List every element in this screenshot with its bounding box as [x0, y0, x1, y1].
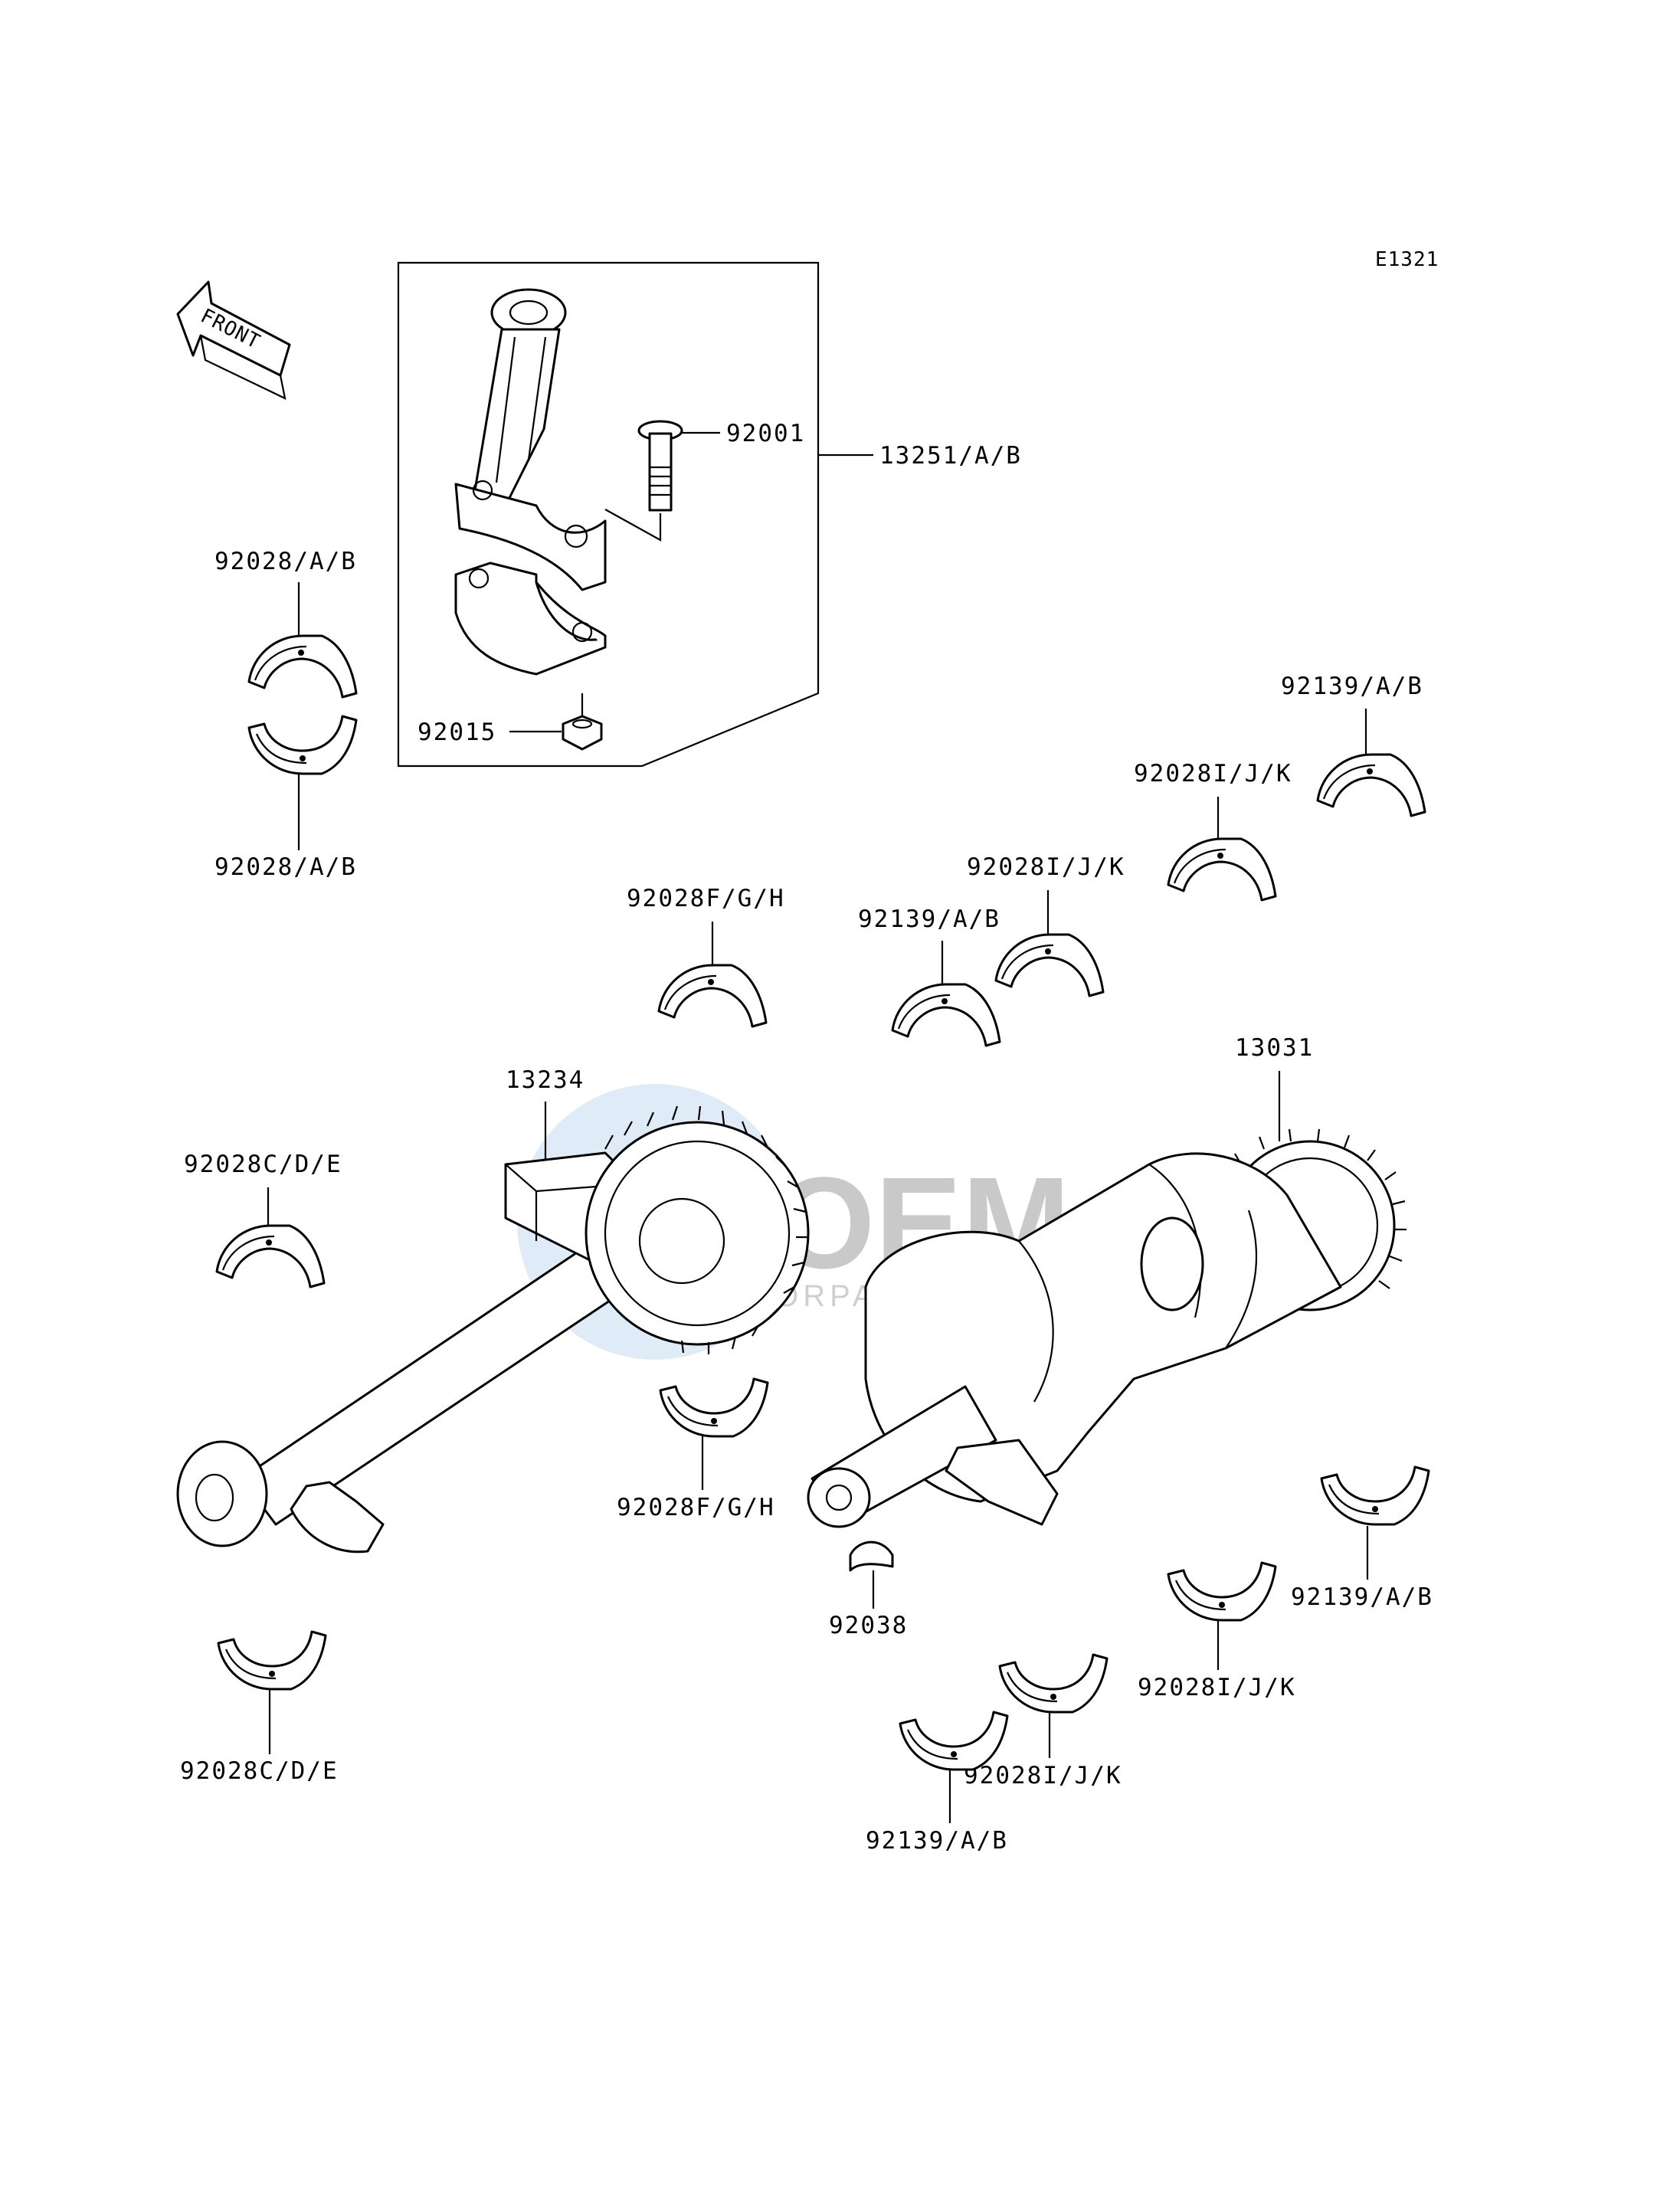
- label-92139ab-4: 92139/A/B: [866, 1827, 1008, 1855]
- label-92028cde-bot: 92028C/D/E: [180, 1757, 339, 1785]
- label-92028ijk-2: 92028I/J/K: [967, 853, 1125, 881]
- bearing-92139-1: 92139/A/B: [1281, 673, 1426, 817]
- bearing-92028ijk-4: 92028I/J/K: [964, 1653, 1122, 1789]
- bearing-92028fgh-top: 92028F/G/H: [627, 885, 785, 1028]
- bearing-92139-4: 92139/A/B: [866, 1711, 1009, 1855]
- label-13251: 13251/A/B: [879, 442, 1022, 470]
- label-92028fgh-bot: 92028F/G/H: [617, 1494, 775, 1521]
- bearing-92139-3: 92139/A/B: [1291, 1465, 1433, 1611]
- rod-bolt: 92001: [604, 420, 805, 542]
- diagram-code: E1321: [1375, 248, 1439, 271]
- label-92028ijk-3: 92028I/J/K: [1138, 1674, 1296, 1701]
- label-13031: 13031: [1235, 1034, 1314, 1062]
- bearing-92028ijk-2: 92028I/J/K: [967, 853, 1125, 997]
- bearing-92028cde-top: 92028C/D/E: [184, 1151, 342, 1288]
- connecting-rod: [454, 288, 607, 591]
- rod-nut: 92015: [418, 693, 603, 751]
- label-92139ab-2: 92139/A/B: [858, 905, 1000, 933]
- rod-bearing-upper: 92028/A/B: [215, 548, 358, 699]
- crankshaft: 13031: [807, 1034, 1407, 1528]
- connecting-rod-kit: 13251/A/B 92001: [397, 261, 1022, 768]
- bearing-92028fgh-bot: 92028F/G/H: [617, 1377, 775, 1521]
- label-92001: 92001: [726, 420, 805, 447]
- rod-bearing-lower: 92028/A/B: [215, 715, 358, 881]
- label-92028ijk-1: 92028I/J/K: [1134, 760, 1292, 787]
- label-92028fgh-top: 92028F/G/H: [627, 885, 785, 912]
- bearing-92028ijk-1: 92028I/J/K: [1134, 760, 1292, 902]
- label-92015: 92015: [418, 719, 496, 746]
- bearing-92028cde-bot: 92028C/D/E: [180, 1630, 339, 1785]
- label-92139ab-3: 92139/A/B: [1291, 1583, 1433, 1611]
- label-92028ab-top: 92028/A/B: [215, 548, 357, 575]
- label-92028ab-bot: 92028/A/B: [215, 853, 357, 881]
- front-arrow-icon: FRONT: [176, 280, 291, 400]
- label-92038: 92038: [829, 1612, 908, 1639]
- balancer-shaft: 13234: [176, 1066, 810, 1554]
- rod-cap: [454, 562, 607, 676]
- label-92028cde-top: 92028C/D/E: [184, 1151, 342, 1178]
- label-13234: 13234: [506, 1066, 585, 1094]
- bearing-92139-2: 92139/A/B: [858, 905, 1001, 1047]
- bearing-92028ijk-3: 92028I/J/K: [1138, 1561, 1296, 1701]
- label-92028ijk-4: 92028I/J/K: [964, 1762, 1122, 1789]
- label-92139ab-1: 92139/A/B: [1281, 673, 1423, 700]
- woodruff-key: 92038: [829, 1541, 908, 1639]
